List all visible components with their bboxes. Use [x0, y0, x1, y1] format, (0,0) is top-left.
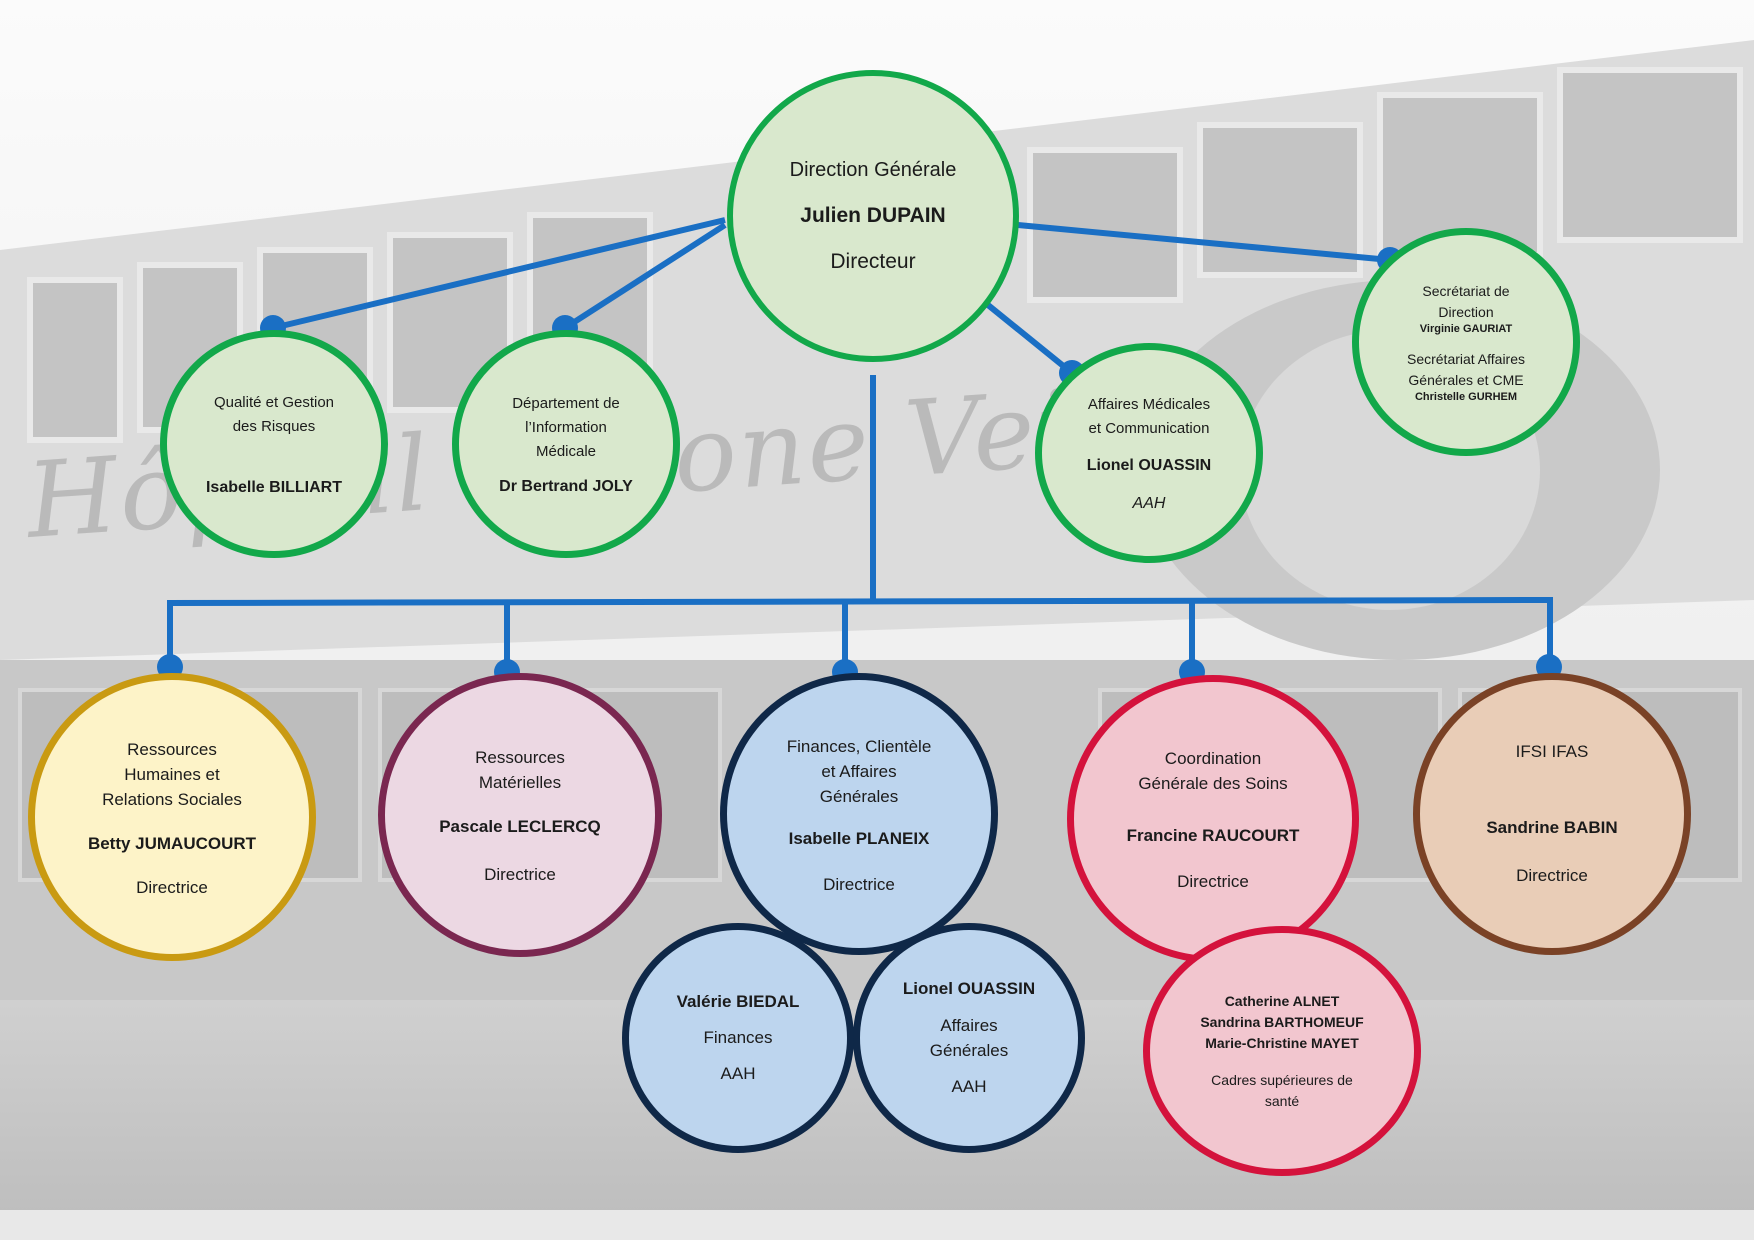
link-dg-affaires: [986, 302, 1074, 376]
node-title: Humaines et: [124, 764, 220, 784]
node-lionel-ouassin-ag: Lionel OUASSIN Affaires Générales AAH: [853, 923, 1085, 1153]
node-title: Ressources: [127, 739, 217, 759]
node-name: Isabelle PLANEIX: [788, 828, 930, 848]
node-cadres-superieurs: Catherine ALNET Sandrina BARTHOMEUF Mari…: [1143, 926, 1421, 1176]
node-role: Directrice: [1177, 872, 1249, 891]
node-name: Julien DUPAIN: [800, 203, 946, 227]
node-title: Direction Générale: [789, 158, 957, 181]
link-dg-secretariat: [1017, 222, 1391, 263]
node-role: Directrice: [484, 865, 556, 884]
node-role: AAH: [1132, 495, 1166, 512]
node-role: Directrice: [1516, 866, 1588, 885]
node-finances: Finances, Clientèle et Affaires Générale…: [720, 673, 998, 955]
node-name: Betty JUMAUCOURT: [87, 833, 257, 853]
node-title: Finances: [703, 1028, 773, 1047]
node-name: Valérie BIEDAL: [676, 992, 800, 1011]
node-name: Lionel OUASSIN: [902, 979, 1036, 998]
node-coordination-soins: Coordination Générale des Soins Francine…: [1067, 675, 1359, 963]
node-title: Secrétariat Affaires: [1406, 351, 1526, 367]
node-title: Secrétariat de: [1422, 283, 1510, 299]
node-name: Catherine ALNET: [1224, 992, 1340, 1009]
node-title: des Risques: [232, 418, 316, 435]
node-title: IFSI IFAS: [1515, 742, 1589, 761]
node-name: Isabelle BILLIART: [205, 479, 343, 496]
node-title: Générales: [819, 786, 899, 806]
link-bus: [167, 596, 1553, 670]
node-title: Générales et CME: [1408, 372, 1524, 388]
node-title: Médicale: [535, 443, 597, 460]
node-ressources-materielles: Ressources Matérielles Pascale LECLERCQ …: [378, 673, 662, 957]
node-title: Relations Sociales: [102, 789, 242, 809]
node-ifsi-ifas: IFSI IFAS Sandrine BABIN Directrice: [1413, 673, 1691, 955]
node-name: Virginie GAURIAT: [1419, 323, 1513, 335]
node-ressources-humaines: Ressources Humaines et Relations Sociale…: [28, 673, 316, 961]
node-dim: Département de l’Information Médicale Dr…: [452, 330, 680, 558]
node-affaires-medicales: Affaires Médicales et Communication Lion…: [1035, 343, 1263, 563]
node-title: et Communication: [1088, 420, 1210, 437]
node-name: Pascale LECLERCQ: [439, 817, 601, 836]
node-role: Cadres supérieures de: [1211, 1071, 1353, 1088]
node-name: Sandrina BARTHOMEUF: [1200, 1013, 1364, 1030]
node-title: Coordination: [1164, 749, 1262, 768]
node-secretariat: Secrétariat de Direction Virginie GAURIA…: [1352, 228, 1580, 456]
node-title: et Affaires: [821, 761, 897, 781]
node-name: Sandrine BABIN: [1486, 818, 1618, 837]
node-title: Département de: [512, 395, 620, 412]
link-dg-qualite: [272, 217, 726, 331]
node-title: Finances, Clientèle: [786, 736, 932, 756]
node-role: santé: [1264, 1092, 1300, 1109]
node-title: Direction: [1438, 304, 1494, 320]
node-title: l’Information: [525, 419, 607, 436]
node-name: Marie-Christine MAYET: [1205, 1034, 1359, 1051]
node-valerie-biedal: Valérie BIEDAL Finances AAH: [622, 923, 854, 1153]
node-role: AAH: [951, 1077, 987, 1096]
node-name: Francine RAUCOURT: [1126, 826, 1300, 845]
node-name: Christelle GURHEM: [1414, 391, 1518, 403]
node-title: Qualité et Gestion: [213, 394, 335, 411]
node-title: Générale des Soins: [1138, 774, 1288, 793]
node-role: Directeur: [830, 249, 916, 273]
node-title: Matérielles: [478, 773, 562, 792]
node-role: AAH: [720, 1064, 756, 1083]
node-role: Directrice: [136, 877, 208, 897]
node-direction-generale: Direction Générale Julien DUPAIN Directe…: [727, 70, 1019, 362]
node-title: Affaires: [940, 1016, 998, 1035]
node-title: Affaires Médicales: [1087, 396, 1211, 413]
link-dg-dim: [563, 222, 727, 331]
node-title: Générales: [929, 1041, 1009, 1060]
node-role: Directrice: [823, 874, 895, 894]
node-title: Ressources: [475, 748, 565, 767]
node-qualite-gestion-risques: Qualité et Gestion des Risques Isabelle …: [160, 330, 388, 558]
node-name: Dr Bertrand JOLY: [499, 478, 633, 495]
node-name: Lionel OUASSIN: [1086, 457, 1212, 474]
